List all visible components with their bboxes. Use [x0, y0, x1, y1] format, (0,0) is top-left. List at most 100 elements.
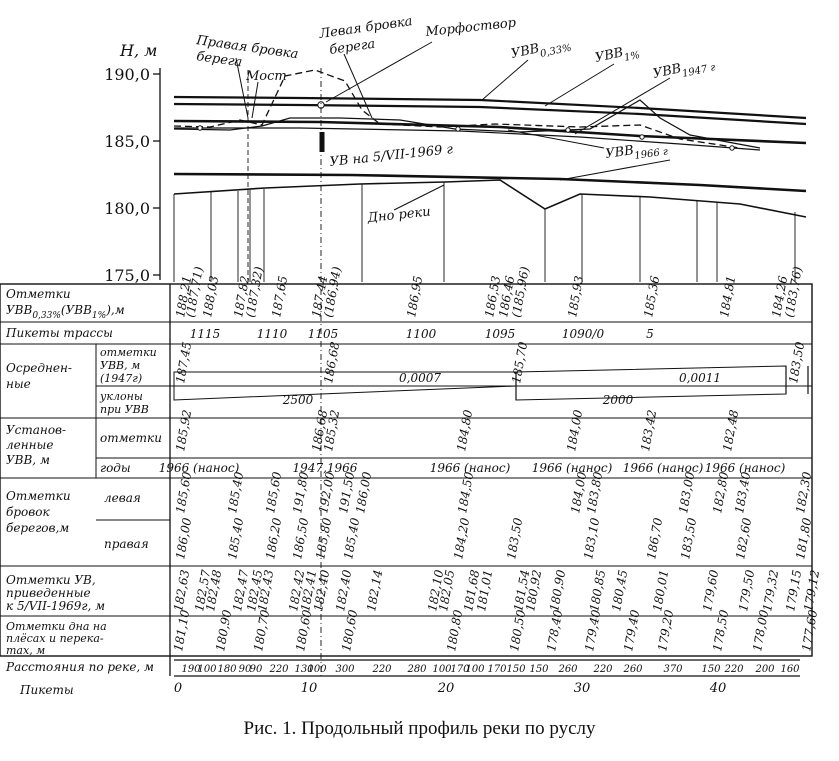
val-slope-0: 0,0007 — [399, 371, 441, 385]
val-picket-0: 1115 — [190, 327, 221, 341]
bed-verticals — [173, 182, 796, 282]
line-right-bank — [173, 99, 761, 149]
row-label-uvv-marks-line-0: Отметки — [6, 287, 71, 301]
val-left-bank-11: 182,80 — [710, 470, 731, 514]
val-year-4: 1966 (нанос) — [623, 461, 704, 475]
y-axis-title: Н, м — [119, 41, 157, 60]
val-bed-12: 178,00 — [750, 608, 771, 652]
val-right-bank-4: 185,80 — [313, 516, 334, 560]
val-right-bank-7: 183,50 — [504, 516, 525, 560]
y-tick-175: 175,0 — [104, 266, 150, 285]
row-label-averaged-line-1: ные — [6, 377, 31, 391]
val-wl-9: 182,40 — [333, 568, 354, 612]
val-picket-2: 1105 — [308, 327, 339, 341]
val-right-bank-0: 186,00 — [173, 516, 194, 560]
val-distance-17: 260 — [557, 664, 578, 675]
row-label-averaged-marks-line-0: отметки — [100, 346, 157, 359]
val-bed-3: 180,60 — [293, 608, 314, 652]
val-uvv-4: (187,32) — [243, 265, 266, 318]
val-bed-2: 180,70 — [251, 608, 272, 652]
row-label-years: годы — [100, 461, 131, 475]
survey-markers — [197, 101, 735, 151]
val-distance-21: 150 — [701, 664, 721, 675]
y-tick-190: 190,0 — [104, 65, 150, 84]
val-distance-8: 300 — [335, 664, 355, 675]
row-label-set-uvv-line-2: УВВ, м — [6, 453, 50, 467]
row-label-set-uvv-line-0: Установ- — [6, 423, 66, 437]
val-bed-9: 179,40 — [621, 608, 642, 652]
val-left-bank-2: 185,60 — [263, 470, 284, 514]
val-wl-25: 179,12 — [801, 569, 822, 613]
val-left-bank-13: 182,30 — [793, 470, 814, 514]
val-right-bank-8: 183,10 — [581, 516, 602, 560]
val-uvv-16: (183,76) — [782, 265, 805, 318]
row-label-set-uvv-line-1: ленные — [6, 438, 53, 452]
val-year-3: 1966 (нанос) — [532, 461, 613, 475]
val-wl-18: 180,85 — [587, 569, 608, 613]
figure-caption: Рис. 1. Продольный профиль реки по руслу — [243, 718, 596, 739]
val-set-mark-0: 185,92 — [173, 409, 194, 453]
label-river-bed: Дно реки — [366, 204, 431, 226]
val-distance-10: 280 — [406, 664, 427, 675]
val-piket-0: 0 — [174, 681, 182, 696]
val-distance-2: 180 — [217, 664, 237, 675]
val-right-bank-12: 181,80 — [793, 516, 814, 560]
val-bed-13: 177,60 — [799, 608, 820, 652]
row-label-banks-line-1: бровок — [6, 505, 50, 519]
val-right-bank-9: 186,70 — [644, 516, 665, 560]
val-year-5: 1966 (нанос) — [705, 461, 786, 475]
val-uvv-7: (186,94) — [321, 265, 344, 318]
val-wl-19: 180,45 — [609, 569, 630, 613]
val-right-bank-11: 182,60 — [733, 516, 754, 560]
val-piket-3: 30 — [574, 681, 591, 696]
val-piket-4: 40 — [709, 681, 727, 696]
val-right-bank-6: 184,20 — [451, 516, 472, 560]
val-left-bank-7: 184,50 — [455, 470, 476, 514]
val-distance-13: 100 — [465, 664, 485, 675]
val-uvv-5: 187,65 — [269, 275, 290, 319]
river-profile-figure: Н, м 190,0 185,0 180,0 175,0 Правая бров… — [0, 14, 822, 697]
label-morph: Морфоствор — [424, 15, 518, 40]
val-distance-9: 220 — [371, 664, 392, 675]
row-label-left: левая — [104, 491, 141, 505]
val-avg-mark-3: 183,50 — [786, 340, 807, 384]
val-right-bank-5: 185,40 — [341, 516, 362, 560]
row-label-wl-line-0: Отметки УВ, — [6, 573, 96, 587]
val-wl-0: 182,63 — [171, 568, 192, 612]
val-distance-11: 100 — [432, 664, 452, 675]
val-left-bank-12: 183,40 — [732, 470, 753, 514]
val-distance-14: 170 — [487, 664, 507, 675]
row-label-banks-line-2: берегов,м — [6, 521, 69, 535]
val-uvv-12: 185,93 — [565, 274, 586, 318]
val-slope-length-1: 2000 — [602, 393, 634, 407]
row-label-averaged-line-0: Осреднен- — [6, 361, 72, 375]
row-label-averaged-marks-line-2: (1947г) — [100, 372, 142, 385]
line-uvv-1 — [173, 102, 807, 126]
annotation-leaders — [235, 41, 671, 211]
val-bed-10: 179,20 — [655, 608, 676, 652]
val-piket-2: 20 — [437, 681, 455, 696]
val-wl-23: 179,32 — [760, 569, 781, 613]
row-label-slopes-line-0: уклоны — [99, 390, 143, 403]
val-distance-4: 90 — [250, 664, 263, 675]
val-distance-3: 90 — [239, 664, 252, 675]
row-label-set-marks: отметки — [100, 431, 162, 445]
val-bed-11: 178,50 — [710, 608, 731, 652]
val-avg-mark-1: 186,68 — [321, 340, 342, 384]
val-distance-22: 220 — [723, 664, 744, 675]
val-avg-mark-2: 185,70 — [509, 340, 530, 384]
val-left-bank-10: 183,00 — [676, 470, 697, 514]
val-distance-12: 170 — [450, 664, 470, 675]
row-label-pikety: Пикеты — [19, 683, 74, 697]
val-set-mark-6: 182,48 — [720, 408, 741, 452]
val-distance-7: 100 — [307, 664, 327, 675]
row-label-uvv-marks-line-1: УВВ0,33%(УВВ1%),м — [6, 303, 125, 321]
val-slope-1: 0,0011 — [679, 371, 721, 385]
val-wl-21: 179,60 — [700, 568, 721, 612]
val-bed-1: 180,90 — [213, 608, 234, 652]
row-label-wl-line-1: приведенные — [6, 586, 91, 600]
val-left-bank-3: 191,80 — [290, 470, 311, 514]
val-set-mark-3: 184,80 — [454, 408, 475, 452]
y-tick-180: 180,0 — [104, 199, 150, 218]
val-distance-0: 190 — [181, 664, 201, 675]
